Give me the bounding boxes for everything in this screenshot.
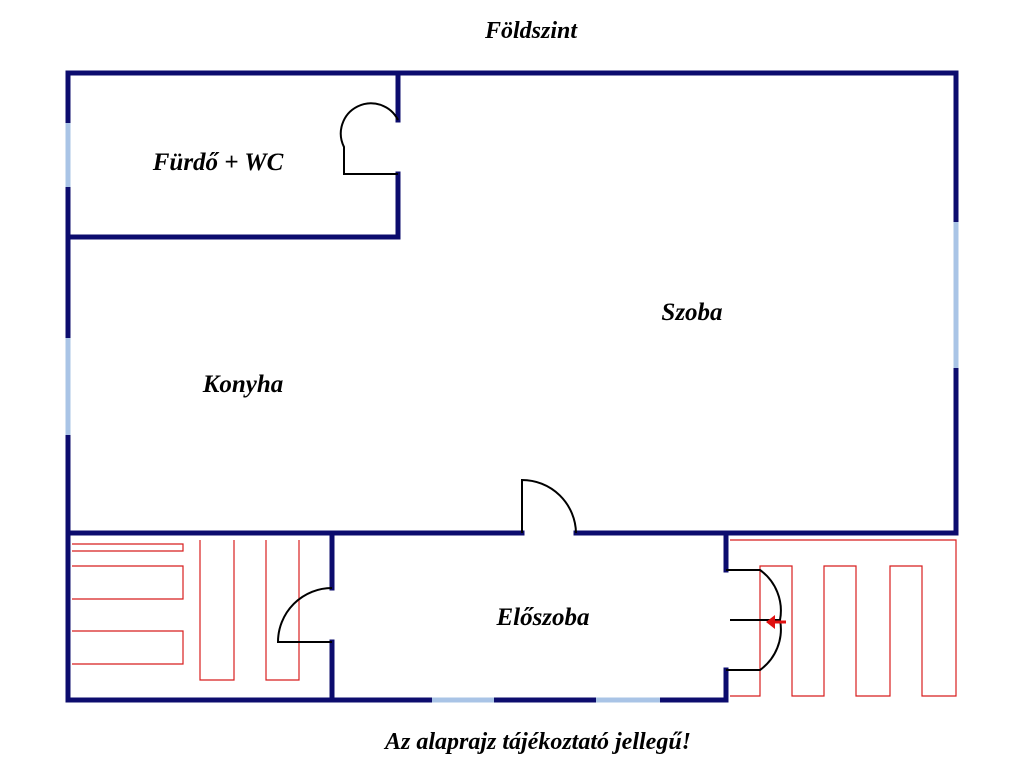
door-bath: [339, 102, 399, 175]
heating-loops-right: [730, 539, 957, 697]
door-entrance: [726, 569, 782, 671]
door-room: [521, 478, 577, 534]
disclaimer-text: Az alaprajz tájékoztató jellegű!: [383, 729, 691, 755]
room-label-bath: Fürdő + WC: [152, 149, 284, 176]
room-label-hall: Előszoba: [495, 604, 589, 631]
doors: [276, 102, 782, 671]
windows: [65, 123, 959, 703]
floor-title: Földszint: [484, 18, 578, 44]
door-left-room: [276, 587, 333, 643]
room-label-kitchen: Konyha: [202, 371, 284, 398]
entry-arrow-icon: [766, 615, 786, 629]
room-label-room: Szoba: [661, 299, 722, 326]
heating-loops-left: [72, 540, 300, 681]
